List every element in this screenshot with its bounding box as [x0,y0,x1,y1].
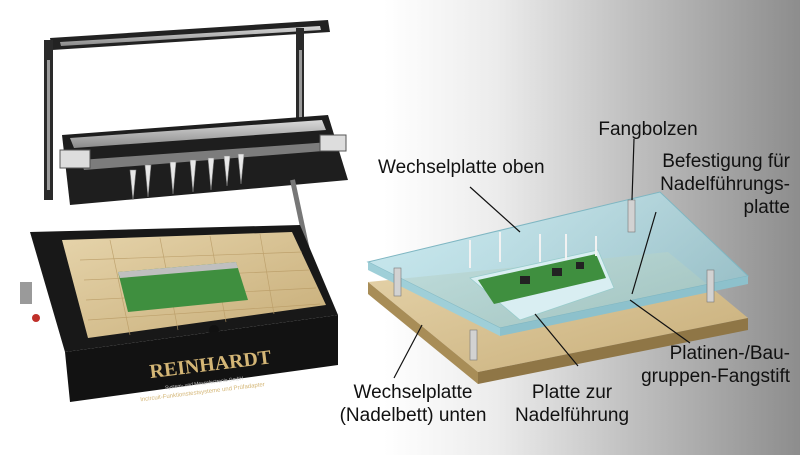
guide-bolts [393,199,715,361]
label-befestigung: Befestigung für Nadelführungs- platte [660,151,790,218]
label-platinen-fangstift: Platinen-/Bau- gruppen-Fangstift [641,343,790,387]
tester-photo: REINHARDT System- und Messelectronic Gmb… [20,20,348,403]
label-wechselplatte-unten: Wechselplatte (Nadelbett) unten [339,382,487,426]
label-platte-nadelfuehrung: Platte zur Nadelführung [514,382,630,426]
needle-guide-plate [469,249,615,321]
upper-plate-assembly [59,115,348,205]
side-connector [20,282,32,304]
label-fangbolzen: Fangbolzen [598,119,698,140]
plate-diagram [366,138,750,384]
label-wechselplatte-oben: Wechselplatte oben [378,157,545,178]
indicator-light [32,314,40,322]
leader-lines [393,138,691,379]
tester-base: REINHARDT System- und Messelectronic Gmb… [20,225,338,403]
probe-pins [129,153,245,201]
diagram-pins [469,232,597,268]
lid-frame [44,20,330,200]
diagram-pcb [478,254,606,304]
